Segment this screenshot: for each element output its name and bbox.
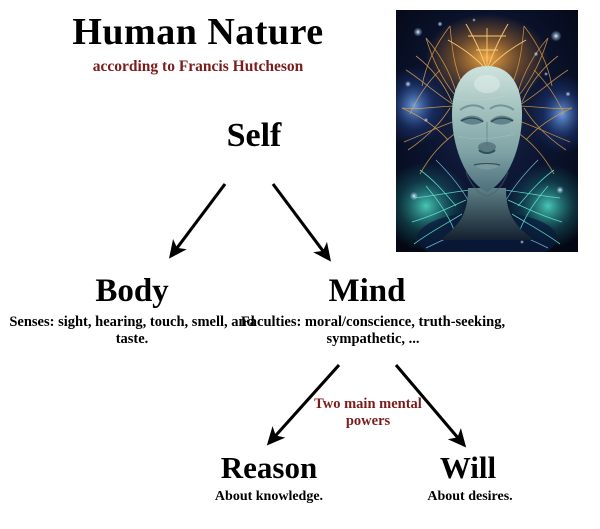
node-reason-label: Reason [220, 450, 318, 485]
node-reason-description: About knowledge. [214, 489, 324, 504]
cosmic-neural-face-artwork [396, 10, 578, 252]
arrow-mind-to-will [394, 363, 467, 448]
node-will-description: About desires. [427, 489, 513, 504]
node-body-label: Body [95, 273, 169, 309]
node-mind-label: Mind [328, 273, 406, 309]
node-mind-description: Faculties: moral/conscience, truth-seeki… [240, 314, 506, 347]
annotation-two-main-mental-powers: Two main mental powers [314, 396, 422, 429]
node-self-label: Self [226, 117, 282, 154]
page-title: Human Nature [72, 11, 324, 53]
node-will-label: Will [439, 450, 497, 485]
page-subtitle: according to Francis Hutcheson [92, 58, 304, 75]
arrow-mind-to-reason [266, 363, 341, 446]
node-body-description: Senses: sight, hearing, touch, smell, an… [9, 314, 255, 347]
arrow-self-to-body [169, 183, 227, 259]
arrow-self-to-mind [271, 183, 331, 262]
